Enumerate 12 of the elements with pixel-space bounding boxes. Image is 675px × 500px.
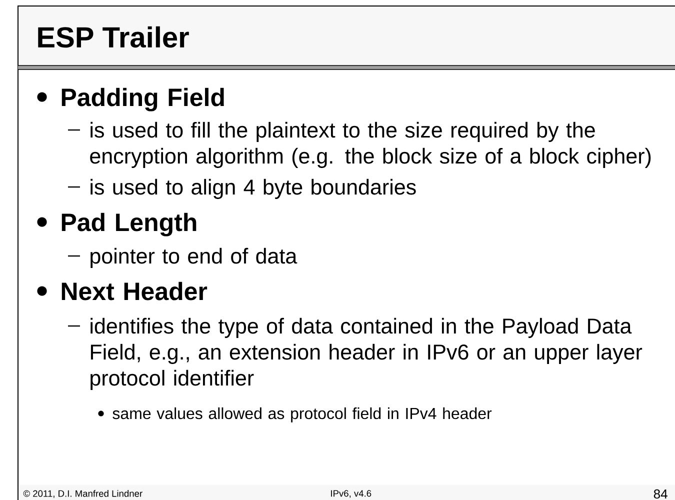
bullet-text: Pad Length xyxy=(62,212,196,236)
footer-text: IPv6, v4.6 xyxy=(331,490,372,498)
bullet-text: is used to fill the plaintext to the size required by the encryption algorithm (e.g. the block size of a block cipher) xyxy=(90,122,651,168)
bullet-text: same values allowed as protocol field in IPv4 header xyxy=(112,407,492,422)
bullet-text: pointer to end of data xyxy=(90,248,298,268)
bullet-text: Padding Field xyxy=(62,88,224,112)
bullet-text: identifies the type of data contained in the Payload Data Field, e.g., an extension header in IPv6 or an upper layer protocol identifier xyxy=(90,318,642,390)
slide-title: ESP Trailer xyxy=(38,26,189,48)
bullet-text: is used to align 4 byte boundaries xyxy=(90,178,416,199)
bullet-text: Next Header xyxy=(62,282,208,300)
footer-text: 84 xyxy=(654,489,668,499)
footer-text: © 2011, D.I. Manfred Lindner xyxy=(23,490,142,498)
